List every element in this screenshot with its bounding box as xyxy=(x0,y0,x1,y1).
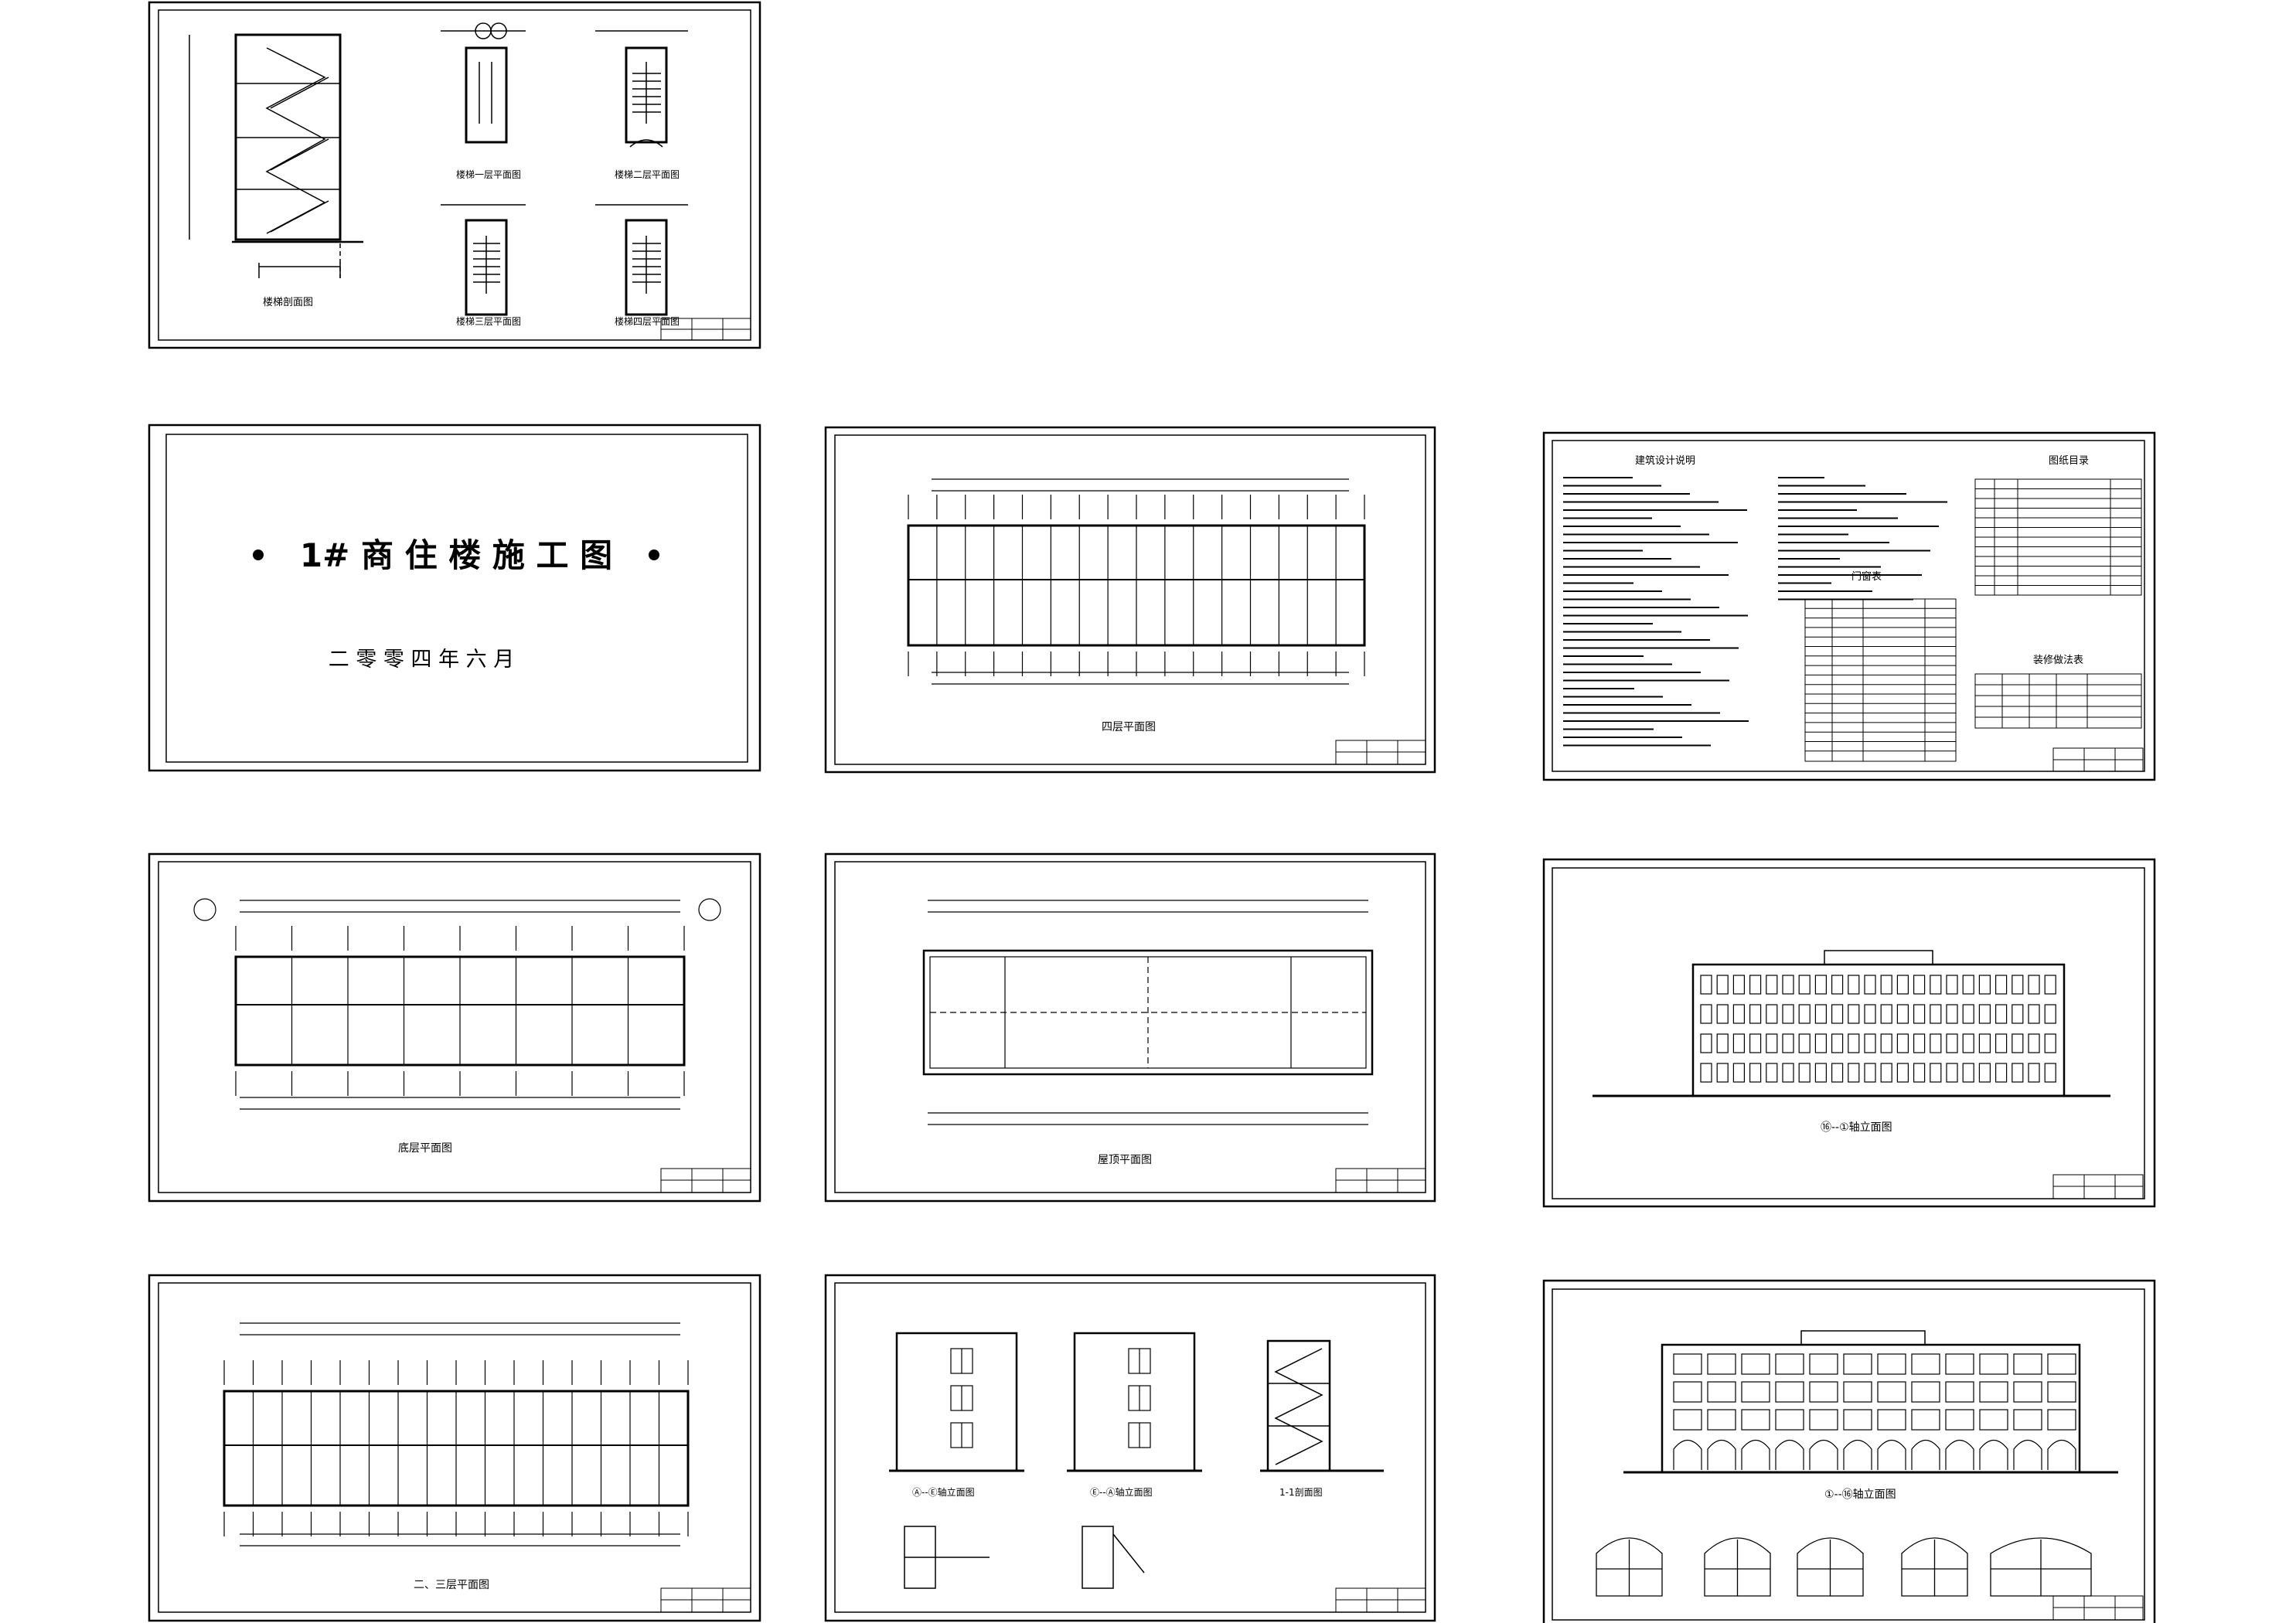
north-arrow-right xyxy=(698,898,721,921)
fourth-floor-plan-sheet[interactable]: 四层平面图 xyxy=(824,426,1436,774)
wall-detail-drawings xyxy=(904,1526,1145,1589)
title-block xyxy=(2052,1174,2144,1199)
title-block xyxy=(1335,1587,1426,1613)
title-block xyxy=(1335,740,1426,765)
stair-plan-3-drawing xyxy=(441,204,526,316)
side-elevations-sheet[interactable]: Ⓐ--Ⓔ轴立面图 Ⓔ--Ⓐ轴立面图 1-1剖面图 xyxy=(824,1274,1436,1622)
cover-sheet[interactable]: 1# 商 住 楼 施 工 图 二 零 零 四 年 六 月 xyxy=(148,424,761,772)
notes-title: 建筑设计说明 xyxy=(1635,454,1695,467)
ground-floor-caption: 底层平面图 xyxy=(398,1142,452,1155)
second-third-floor-plan-sheet[interactable]: 二、三层平面图 xyxy=(148,1274,761,1622)
side-elevation-a-caption: Ⓐ--Ⓔ轴立面图 xyxy=(912,1486,975,1498)
notes-text-block xyxy=(1563,477,1947,747)
rear-window-grid xyxy=(1700,975,2056,1083)
ground-floor-plan-sheet[interactable]: 底层平面图 xyxy=(148,852,761,1203)
side-window-grid xyxy=(950,1348,1151,1448)
title-block xyxy=(660,1168,751,1193)
roof-caption: 屋顶平面图 xyxy=(1098,1154,1152,1166)
side-elevation-b-drawing xyxy=(1067,1332,1202,1472)
arch-window-details xyxy=(1596,1537,2092,1597)
stair-plan-3-caption: 楼梯三层平面图 xyxy=(456,315,521,327)
rear-elevation-drawing xyxy=(1593,950,2110,1097)
title-block xyxy=(660,1587,751,1613)
front-elevation-sheet[interactable]: ①--⑯轴立面图 xyxy=(1542,1279,2156,1623)
fourth-floor-caption: 四层平面图 xyxy=(1102,721,1156,733)
design-notes-sheet[interactable]: 建筑设计说明 图纸目录 门窗表 装修做法表 xyxy=(1542,431,2156,781)
rear-elevation-caption: ⑯--①轴立面图 xyxy=(1821,1121,1892,1134)
stair-plan-4-drawing xyxy=(595,204,688,316)
title-block xyxy=(2052,1595,2144,1621)
cover-title: 1# 商 住 楼 施 工 图 xyxy=(300,536,612,574)
title-block xyxy=(660,318,751,341)
door-rows xyxy=(1805,607,1956,752)
cover-date: 二 零 零 四 年 六 月 xyxy=(329,648,515,672)
index-rows xyxy=(1975,488,2141,586)
side-elevation-a-drawing xyxy=(889,1332,1024,1472)
ground-floor-grid xyxy=(235,926,685,1096)
title-block xyxy=(1335,1168,1426,1193)
second-third-floor-caption: 二、三层平面图 xyxy=(414,1579,489,1591)
roof-plan-sheet[interactable]: 屋顶平面图 xyxy=(824,852,1436,1203)
bullet-left xyxy=(253,550,264,560)
stair-plan-2-caption: 楼梯二层平面图 xyxy=(615,168,680,180)
second-third-floor-grid xyxy=(223,1360,689,1536)
section-1-1-drawing xyxy=(1260,1339,1384,1472)
roof-plan-drawing xyxy=(922,900,1374,1125)
section-1-1-caption: 1-1剖面图 xyxy=(1279,1487,1323,1498)
front-elevation-caption: ①--⑯轴立面图 xyxy=(1824,1489,1896,1501)
stair-plan-1-drawing xyxy=(441,22,526,144)
front-window-grid xyxy=(1673,1353,2076,1470)
bullet-right xyxy=(649,550,659,560)
stair-section-caption: 楼梯剖面图 xyxy=(263,297,313,308)
north-arrow-left xyxy=(193,898,216,921)
rear-elevation-sheet[interactable]: ⑯--①轴立面图 xyxy=(1542,858,2156,1208)
stair-plan-1-caption: 楼梯一层平面图 xyxy=(456,168,521,180)
side-elevation-b-caption: Ⓔ--Ⓐ轴立面图 xyxy=(1090,1486,1153,1498)
stair-plan-2-drawing xyxy=(595,30,688,148)
door-window-table xyxy=(1804,598,1957,762)
finish-table xyxy=(1974,673,2142,729)
door-table-title: 门窗表 xyxy=(1851,570,1882,583)
stair-section-drawing xyxy=(189,33,363,278)
stair-plan-4-caption: 楼梯四层平面图 xyxy=(615,315,680,327)
fourth-floor-grid xyxy=(908,495,1365,676)
index-title: 图纸目录 xyxy=(2049,455,2089,467)
stair-detail-sheet[interactable]: 楼梯剖面图 楼梯一层平面图 楼梯二层平面图 xyxy=(148,1,761,349)
finish-table-title: 装修做法表 xyxy=(2033,655,2083,666)
title-block xyxy=(2052,747,2144,772)
front-elevation-drawing xyxy=(1623,1330,2118,1474)
